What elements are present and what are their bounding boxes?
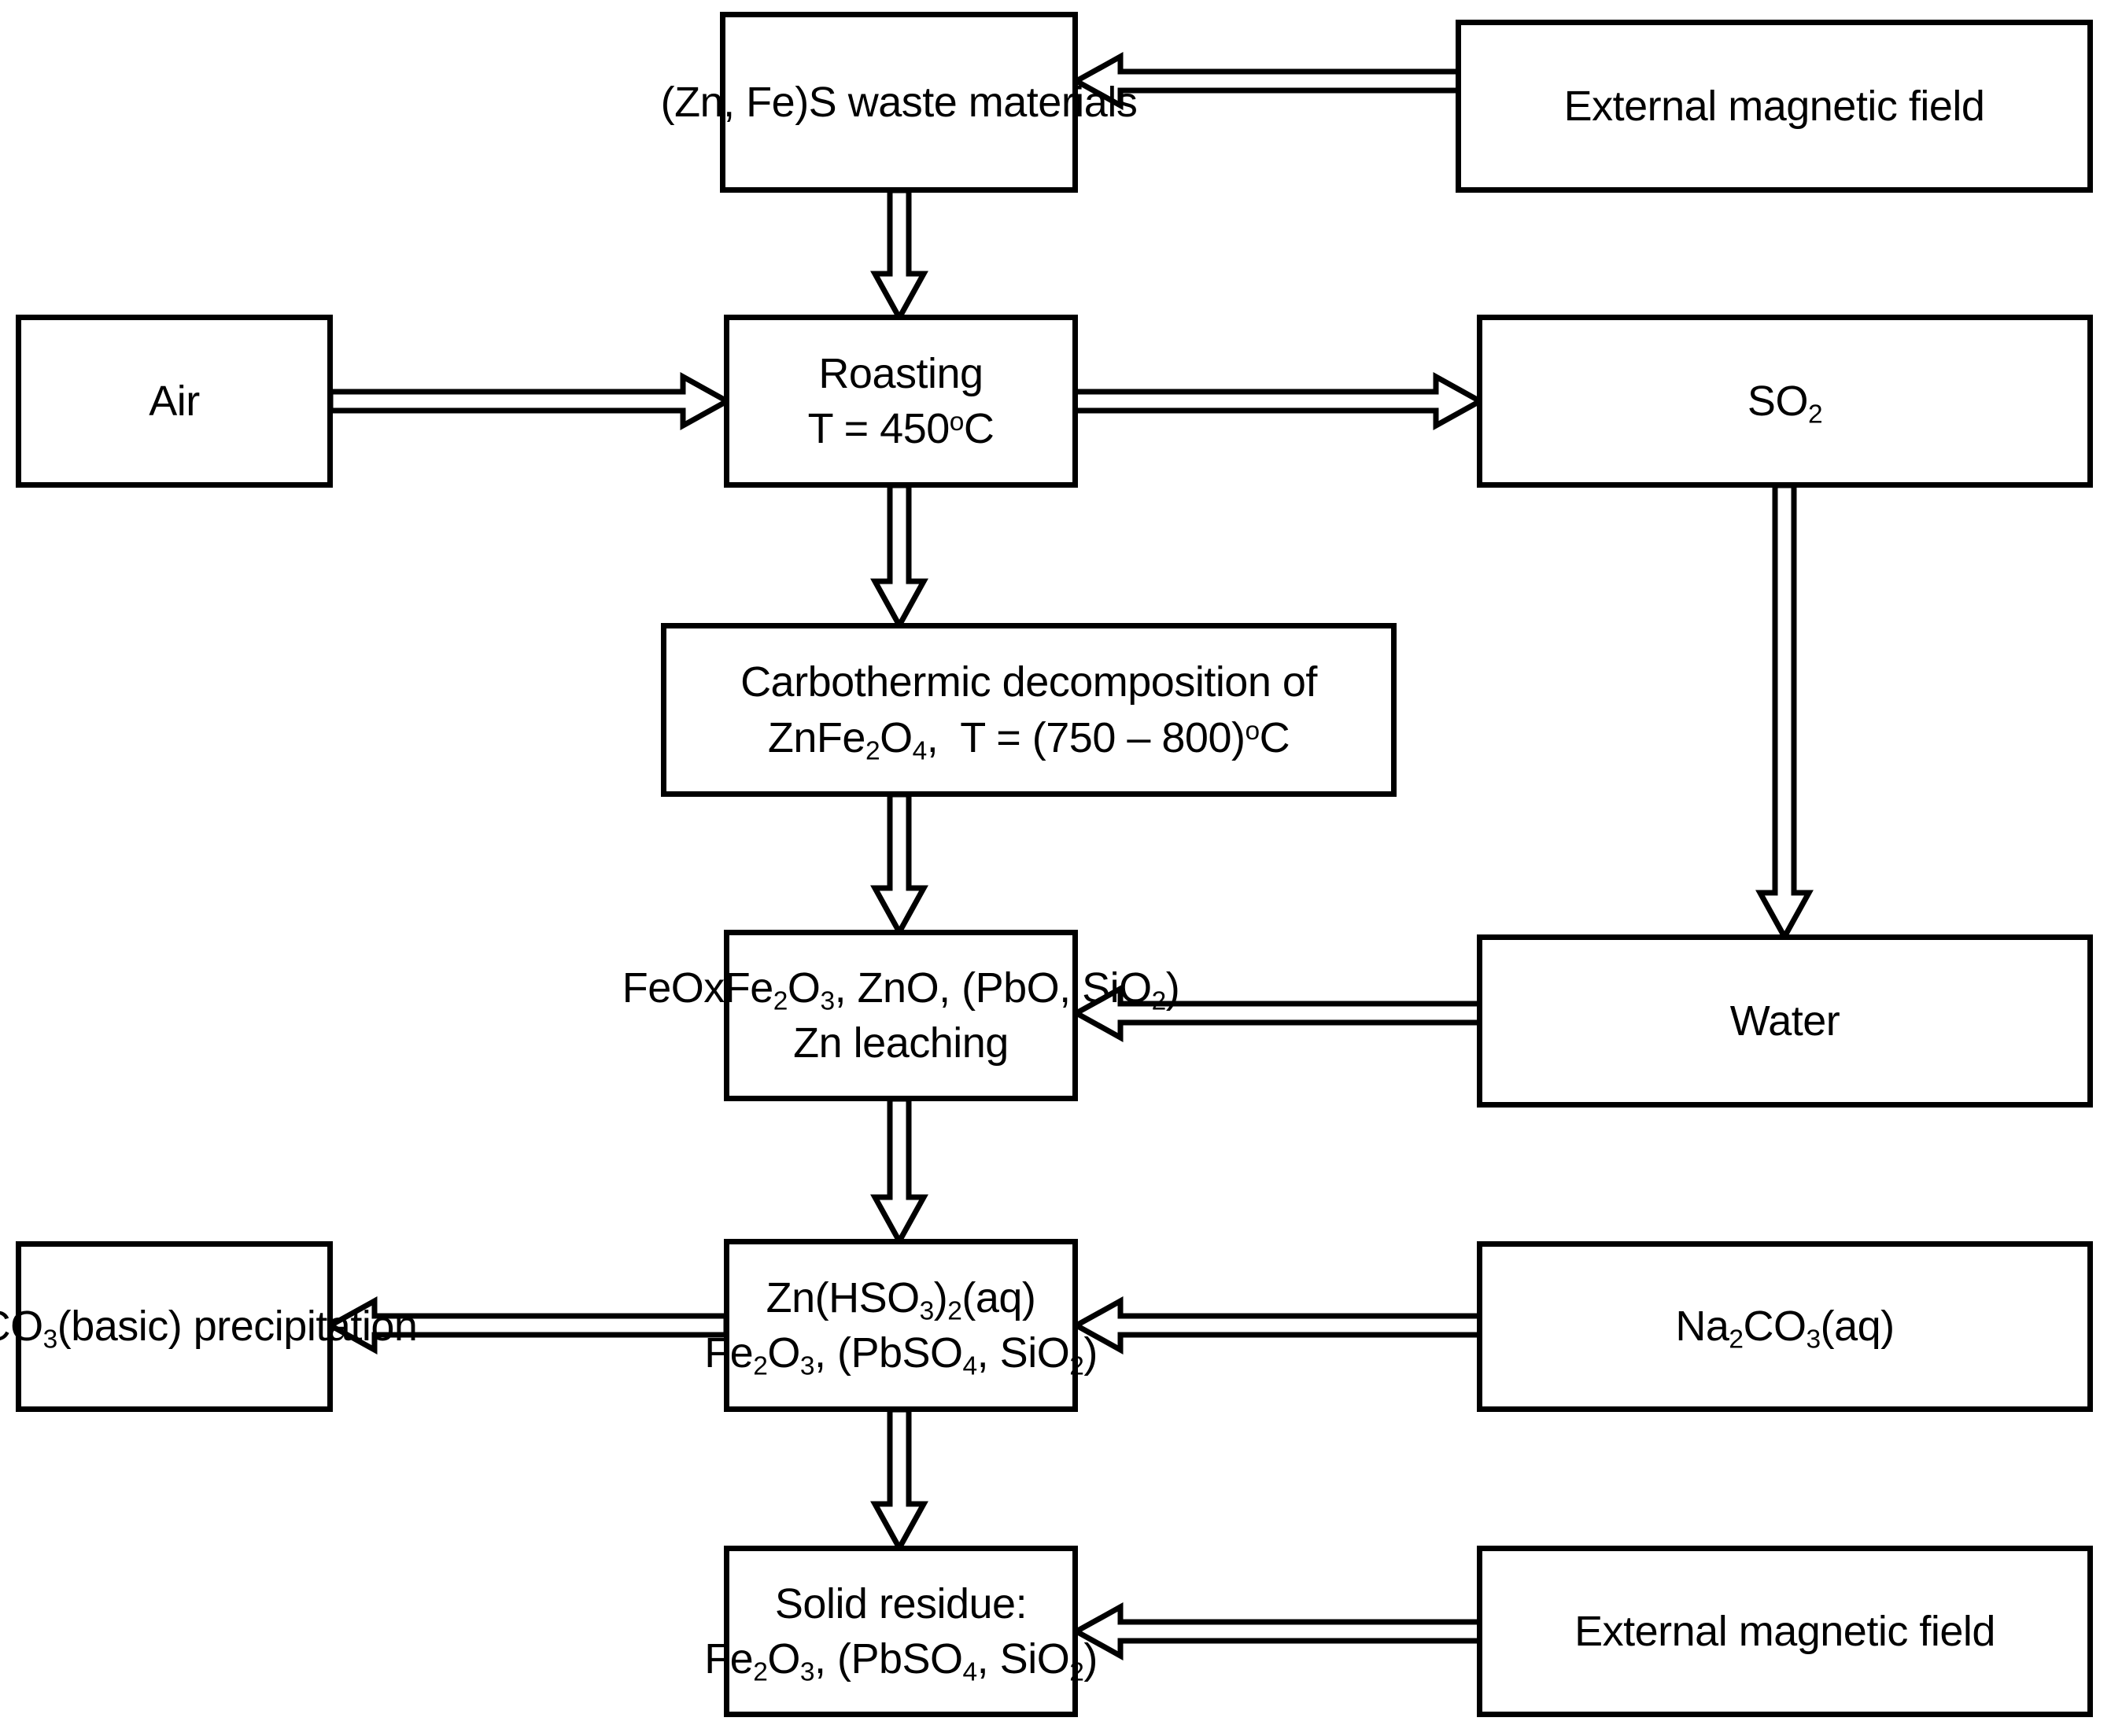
node-label-line: T = 450oC	[807, 405, 995, 452]
node-label-line: Fe2O3, (PbSO4, SiO2)	[704, 1635, 1098, 1687]
node-label-line: Zn leaching	[793, 1019, 1009, 1067]
arrow-waste-to-roasting	[870, 186, 928, 324]
external-magnetic-field-top-box: External magnetic field	[1456, 20, 2093, 193]
zn-leaching-box: FeOxFe2O3, ZnO, (PbO, SiO2)Zn leaching	[622, 930, 1180, 1101]
node-label-line: FeOxFe2O3, ZnO, (PbO, SiO2)	[622, 964, 1180, 1016]
arrow-bisulfite-to-residue	[870, 1405, 928, 1554]
node-label-line: ZnFe2O4, T = (750 – 800)oC	[767, 713, 1290, 765]
arrow-leaching-to-bisulfite	[870, 1094, 928, 1248]
znco3-basic-precipitation-box: ZnCO3(basic) precipitation	[0, 1241, 418, 1412]
so2-box: SO2	[1477, 315, 2093, 488]
roasting-box: Roasting T = 450oC	[724, 315, 1078, 488]
arrow-roasting-to-so2	[1070, 372, 1486, 430]
node-label-line: Solid residue:	[774, 1579, 1028, 1627]
arrow-carbothermic-to-leaching	[870, 790, 928, 938]
node-label-line: Air	[149, 377, 200, 425]
solid-residue-box: Solid residue: Fe2O3, (PbSO4, SiO2)	[704, 1546, 1098, 1717]
sodium-carbonate-box: Na2CO3(aq)	[1477, 1241, 2093, 1412]
node-label-line: (Zn, Fe)S waste materials	[660, 78, 1138, 126]
arrow-magnetic-field-to-residue	[1070, 1602, 1485, 1660]
node-label-line: Fe2O3, (PbSO4, SiO2)	[704, 1329, 1098, 1381]
arrow-water-to-leaching	[1070, 984, 1485, 1042]
node-label-line: Zn(HSO3)2(aq)	[766, 1273, 1036, 1326]
node-label-line: Roasting	[818, 349, 984, 397]
node-label-line: External magnetic field	[1563, 82, 1985, 130]
node-label-line: Water	[1729, 997, 1840, 1045]
zn-bisulfite-solution-box: Zn(HSO3)2(aq)Fe2O3, (PbSO4, SiO2)	[704, 1239, 1098, 1412]
node-label-line: External magnetic field	[1574, 1607, 1995, 1655]
zn-fe-s-waste-materials-box: (Zn, Fe)S waste materials	[661, 12, 1138, 193]
arrow-roasting-to-carbothermic	[870, 481, 928, 632]
water-box: Water	[1477, 934, 2093, 1108]
arrow-air-to-roasting	[326, 372, 733, 430]
external-magnetic-field-bottom-box: External magnetic field	[1477, 1546, 2093, 1717]
arrow-bisulfite-to-precipitation	[324, 1296, 731, 1355]
air-box: Air	[16, 315, 333, 488]
node-label-line: Na2CO3(aq)	[1675, 1303, 1895, 1355]
carbothermic-decomposition-box: Carbothermic decomposition of ZnFe2O4, T …	[661, 623, 1397, 797]
node-label-line: ZnCO3(basic) precipitation	[0, 1303, 418, 1355]
node-label-line: SO2	[1747, 377, 1823, 429]
arrow-so2-to-water	[1755, 481, 1814, 943]
arrow-magnetic-field-to-waste	[1070, 52, 1463, 110]
node-label-line: Carbothermic decomposition of	[740, 658, 1317, 706]
arrow-sodium-carbonate-to-bisulfite	[1070, 1296, 1485, 1355]
